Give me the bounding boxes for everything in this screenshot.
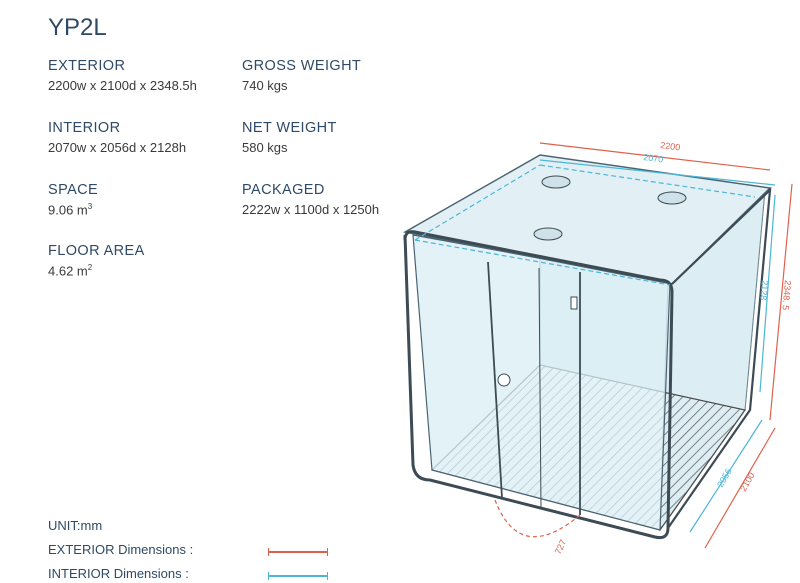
legend-exterior-label: EXTERIOR Dimensions : <box>48 542 194 557</box>
unit-label: UNIT:mm <box>48 518 103 533</box>
side-frame <box>667 187 772 529</box>
spec-label: SPACE <box>48 182 99 198</box>
dim-int-height: 2128 <box>758 280 770 301</box>
spec-value: 580 kgs <box>242 140 288 155</box>
interior-front-edge <box>414 239 671 286</box>
model-title: YP2L <box>48 14 107 41</box>
spec-exterior: EXTERIOR 2200w x 2100d x 2348.5h <box>48 58 197 93</box>
spec-value-wrap: 9.06 m3 <box>48 202 98 217</box>
dim-int-width: 2070 <box>643 152 664 164</box>
spec-value: 4.62 m <box>48 263 88 279</box>
spec-value: 9.06 m <box>48 202 88 218</box>
spec-value-wrap: 4.62 m2 <box>48 263 145 278</box>
legend-interior-line <box>268 572 328 580</box>
unit-superscript: 3 <box>87 202 93 211</box>
spec-net-weight: NET WEIGHT 580 kgs <box>242 120 337 155</box>
spec-packaged: PACKAGED 2222w x 1100d x 1250h <box>242 182 379 217</box>
dim-ext-depth: 2100 <box>738 471 757 493</box>
legend-interior-label: INTERIOR Dimensions : <box>48 566 189 581</box>
exterior-height-line <box>769 183 793 421</box>
unit-superscript: 2 <box>87 263 93 272</box>
exterior-width-line <box>539 142 771 171</box>
dim-ext-width: 2200 <box>660 140 681 152</box>
spec-value: 2200w x 2100d x 2348.5h <box>48 78 197 93</box>
front-frame <box>403 230 674 540</box>
spec-label: GROSS WEIGHT <box>242 58 362 74</box>
door-edge-left <box>487 261 503 499</box>
door-divider <box>538 267 542 509</box>
door-swing-arc <box>494 499 581 538</box>
interior-left-edge <box>414 164 541 241</box>
interior-back-edge <box>539 164 756 198</box>
spec-label: FLOOR AREA <box>48 243 145 259</box>
interior-width-line <box>539 159 776 186</box>
spec-value: 740 kgs <box>242 78 288 93</box>
spec-label: EXTERIOR <box>48 58 126 74</box>
interior-height-line <box>759 194 776 393</box>
vent-fan-icon <box>533 227 563 241</box>
door-handle <box>570 296 578 310</box>
spec-interior: INTERIOR 2070w x 2056d x 2128h <box>48 120 186 155</box>
spec-value: 2222w x 1100d x 1250h <box>242 202 380 217</box>
vent-fan-icon <box>657 191 687 205</box>
spec-gross-weight: GROSS WEIGHT 740 kgs <box>242 58 361 93</box>
dim-door-swing: 727 <box>553 538 568 556</box>
spec-value: 2070w x 2056d x 2128h <box>48 140 187 155</box>
vent-fan-icon <box>541 175 571 189</box>
wall-outlet-icon <box>497 373 511 387</box>
dim-ext-height: 2348. 5 <box>780 280 793 311</box>
spec-label: PACKAGED <box>242 182 325 198</box>
spec-floor-area: FLOOR AREA 4.62 m2 <box>48 243 145 278</box>
roof-panel <box>402 154 772 285</box>
spec-label: NET WEIGHT <box>242 120 337 136</box>
spec-label: INTERIOR <box>48 120 121 136</box>
interior-depth-line <box>689 419 763 533</box>
dim-int-depth: 2056 <box>715 467 734 489</box>
legend-exterior-line <box>268 548 328 556</box>
spec-space: SPACE 9.06 m3 <box>48 182 98 217</box>
exterior-depth-line <box>704 427 776 549</box>
